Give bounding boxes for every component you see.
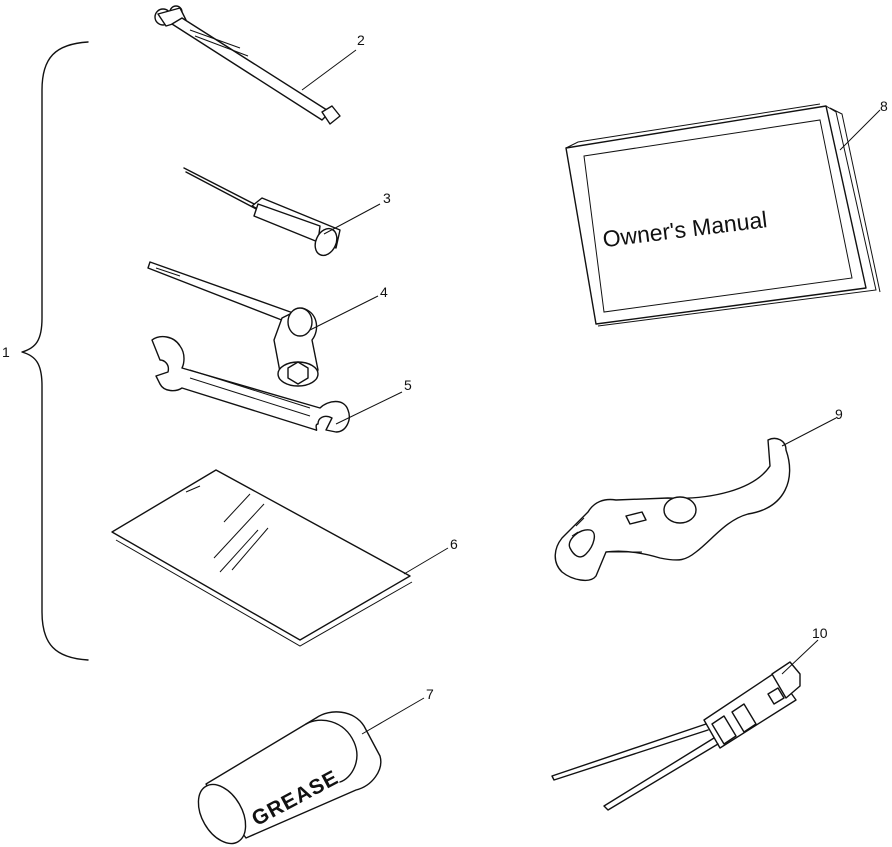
screwdriver xyxy=(183,167,341,257)
callout-2: 2 xyxy=(357,32,365,48)
callout-6: 6 xyxy=(450,536,458,552)
hook-spanner xyxy=(554,437,791,582)
grease-tube: GREASE xyxy=(197,711,382,845)
socket-wrench xyxy=(147,261,319,387)
open-end-wrench xyxy=(151,335,350,433)
pressure-gauge-tool xyxy=(154,5,341,125)
plastic-bag xyxy=(111,469,413,647)
spark-tester-clip xyxy=(551,661,801,811)
group-brace xyxy=(21,41,89,661)
callout-1: 1 xyxy=(2,344,10,360)
leader-lines xyxy=(301,49,881,735)
callout-3: 3 xyxy=(383,190,391,206)
callout-7: 7 xyxy=(426,686,434,702)
callout-10: 10 xyxy=(812,625,828,641)
callout-numbers: 1 2 3 4 5 6 7 8 9 10 xyxy=(2,32,888,702)
callout-8: 8 xyxy=(880,98,888,114)
callout-9: 9 xyxy=(835,406,843,422)
callout-5: 5 xyxy=(404,377,412,393)
callout-4: 4 xyxy=(380,284,388,300)
owners-manual: Owner's Manual xyxy=(565,103,881,327)
